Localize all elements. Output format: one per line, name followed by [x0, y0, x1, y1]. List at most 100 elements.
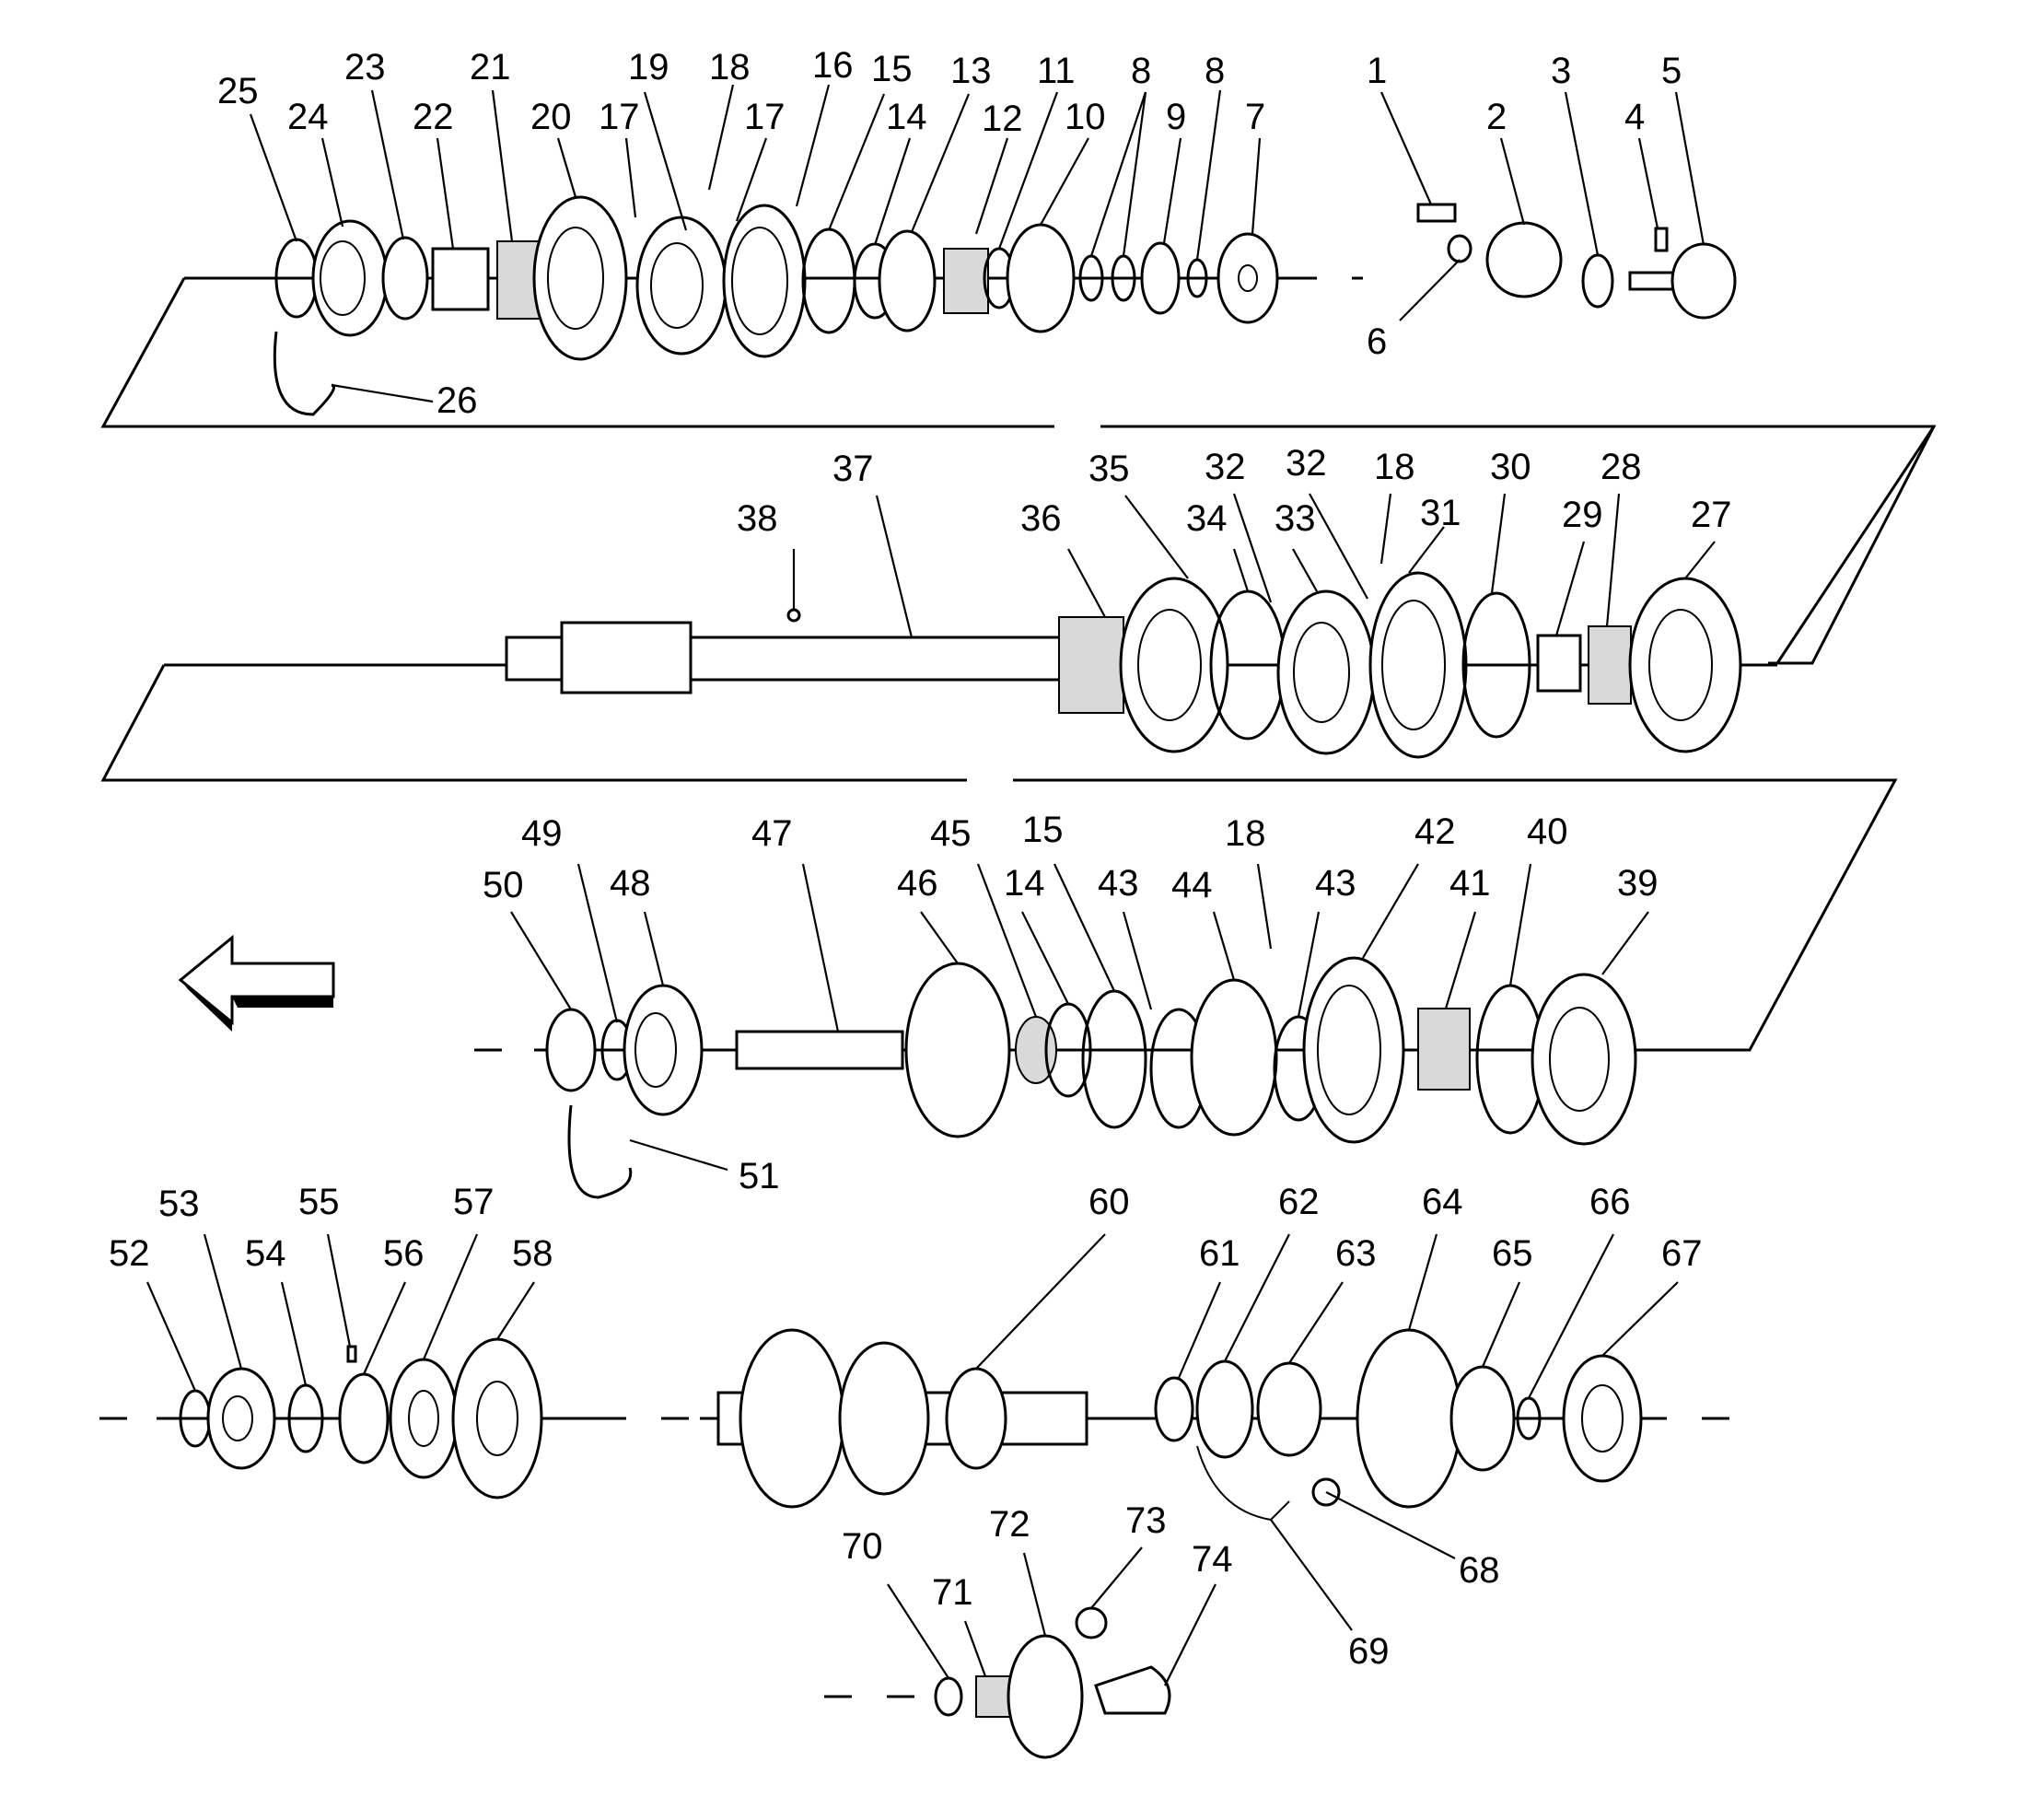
callout-15-row3: 15: [1022, 810, 1064, 850]
callout-38: 38: [737, 498, 778, 539]
callout-8a: 8: [1131, 51, 1151, 91]
callout-48: 48: [610, 863, 651, 904]
part-22-spacer: [431, 247, 490, 311]
row3-assembly: [474, 956, 1644, 1199]
part-30-blocker-ring: [1461, 591, 1531, 739]
part-42-sleeve: [1302, 956, 1405, 1144]
part-16-sleeve: [722, 204, 807, 358]
part-60-gear-b: [838, 1341, 930, 1496]
part-36-needle-bearing: [1058, 616, 1124, 714]
callout-66: 66: [1589, 1182, 1631, 1222]
part-7-cup: [1216, 232, 1279, 324]
callout-43a: 43: [1098, 863, 1139, 904]
row1-assembly: [184, 195, 1737, 416]
part-1-bolt: [1416, 203, 1457, 223]
part-58-thrust-washer: [451, 1337, 543, 1499]
callout-50: 50: [483, 865, 524, 905]
part-72-idler-gear: [1007, 1634, 1084, 1759]
callout-3: 3: [1551, 51, 1571, 91]
part-26-snap-ring: [273, 331, 335, 416]
callout-52: 52: [109, 1233, 150, 1274]
callout-72: 72: [989, 1504, 1030, 1545]
callout-28: 28: [1600, 447, 1642, 487]
part-27-gear: [1628, 577, 1742, 753]
part-44-synchronizer: [1190, 978, 1278, 1137]
callout-37: 37: [832, 449, 874, 489]
callout-73: 73: [1125, 1500, 1167, 1541]
callout-69: 69: [1348, 1631, 1390, 1672]
part-60-gear-a: [739, 1328, 845, 1509]
callout-57: 57: [453, 1182, 495, 1222]
callout-8b: 8: [1205, 51, 1225, 91]
part-38-shaft-tip: [505, 636, 564, 682]
part-2-housing: [1485, 221, 1563, 298]
callout-70: 70: [842, 1526, 883, 1567]
row2-labels: 38 37 36 35 34 32 33 32 18 31 30 29 28 2…: [737, 443, 1732, 539]
part-20-gear: [532, 195, 628, 361]
part-46-gear: [904, 962, 1011, 1138]
callout-45: 45: [930, 813, 972, 854]
callout-46: 46: [897, 863, 938, 904]
row4-labels: 52 53 54 55 56 57 58 60 61 62 63 64 65 6…: [109, 1182, 1703, 1672]
callout-43b: 43: [1315, 863, 1356, 904]
part-70-washer: [934, 1676, 963, 1717]
part-60-gear-c: [945, 1367, 1007, 1470]
callout-21: 21: [470, 47, 511, 88]
callout-12: 12: [982, 99, 1023, 139]
part-31-sleeve: [1368, 571, 1468, 759]
part-33-synchronizer: [1276, 589, 1376, 755]
part-67-cup: [1562, 1354, 1643, 1483]
callout-13: 13: [950, 51, 992, 91]
callout-67: 67: [1661, 1233, 1703, 1274]
part-65-bearing: [1449, 1365, 1516, 1472]
callout-60: 60: [1088, 1182, 1130, 1222]
callout-11: 11: [1037, 51, 1076, 91]
part-56-ring: [338, 1372, 390, 1464]
callout-63: 63: [1335, 1233, 1377, 1274]
callout-31: 31: [1420, 493, 1461, 533]
callout-23: 23: [344, 47, 386, 88]
callout-42: 42: [1414, 811, 1456, 852]
callout-32a: 32: [1205, 447, 1246, 487]
row4-assembly: [99, 1328, 1750, 1759]
callout-26: 26: [436, 380, 478, 421]
part-73-bolt: [1075, 1606, 1108, 1639]
part-71-needle-bearing: [975, 1675, 1014, 1718]
callout-40: 40: [1527, 811, 1568, 852]
part-63-gear: [1256, 1361, 1322, 1457]
part-74-bracket: [1094, 1665, 1171, 1715]
callout-68: 68: [1459, 1550, 1500, 1591]
callout-16: 16: [812, 45, 854, 86]
callout-18-row3: 18: [1225, 813, 1266, 854]
part-5-gear: [1670, 242, 1737, 320]
callout-51: 51: [739, 1156, 780, 1196]
callout-6: 6: [1367, 321, 1387, 362]
callout-33: 33: [1275, 498, 1316, 539]
part-37-shaft-collar: [560, 621, 693, 694]
callout-18-row2: 18: [1374, 447, 1415, 487]
callout-47: 47: [751, 813, 793, 854]
callout-36: 36: [1020, 498, 1062, 539]
callout-18: 18: [709, 47, 751, 88]
part-13-gear: [878, 229, 937, 332]
part-9-race: [1140, 241, 1181, 315]
callout-55: 55: [298, 1182, 340, 1222]
callout-29: 29: [1562, 495, 1603, 535]
callout-32b: 32: [1286, 443, 1327, 484]
callout-65: 65: [1492, 1233, 1533, 1274]
callout-71: 71: [932, 1572, 973, 1613]
row-connector-frame: [100, 277, 1937, 1052]
callout-9: 9: [1166, 97, 1186, 137]
callout-4: 4: [1624, 97, 1645, 137]
part-24-bearing: [311, 219, 389, 337]
callout-2: 2: [1486, 97, 1507, 137]
callout-49: 49: [521, 813, 563, 854]
callout-10: 10: [1065, 97, 1106, 137]
callout-7: 7: [1245, 97, 1265, 137]
callout-74: 74: [1192, 1539, 1233, 1580]
callout-20: 20: [530, 97, 572, 137]
part-12-needle-bearing: [943, 248, 989, 314]
callout-15: 15: [871, 49, 913, 89]
part-64-gear: [1356, 1328, 1462, 1509]
callout-17b: 17: [744, 97, 786, 137]
